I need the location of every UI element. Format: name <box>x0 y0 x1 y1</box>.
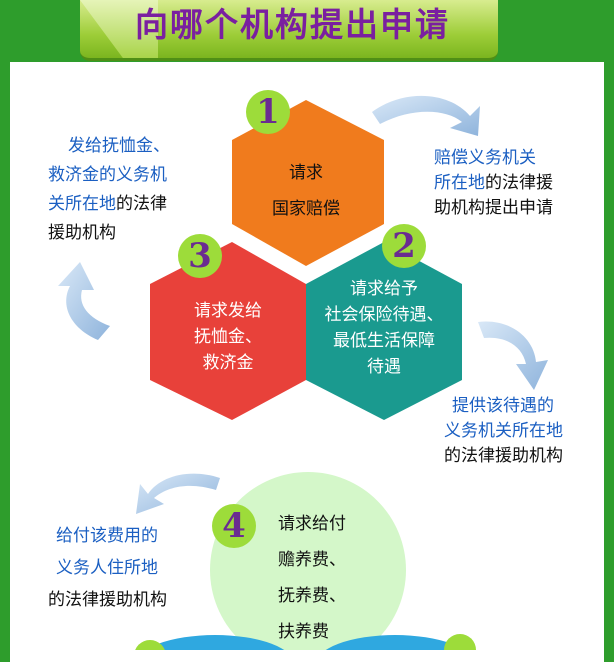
number-4: 4 <box>222 506 246 546</box>
number-3: 3 <box>188 236 212 276</box>
arrow-middle-left-icon <box>136 473 220 514</box>
arrow-right-bottom-icon <box>478 321 548 390</box>
badge-1 <box>246 90 290 134</box>
note-left-top: 发给抚恤金、 救济金的义务机 关所在地的法律 援助机构 <box>48 136 170 243</box>
bottom-badge-right <box>444 634 476 650</box>
bottom-blue-shape-left <box>145 635 285 650</box>
title-bar <box>80 0 498 61</box>
badge-2 <box>382 224 426 268</box>
hexagon-3-label: 请求发给 抚恤金、 救济金 <box>194 301 262 373</box>
number-1: 1 <box>256 92 280 132</box>
hexagon-3 <box>150 242 306 420</box>
circle-4-label: 请求给付 赡养费、 抚养费、 扶养费 <box>278 514 346 642</box>
hexagon-2-label: 请求给予 社会保险待遇、 最低生活保障 待遇 <box>324 279 444 377</box>
number-2: 2 <box>392 226 416 266</box>
badge-4 <box>212 504 256 548</box>
badge-3 <box>178 234 222 278</box>
hexagon-2 <box>306 242 462 420</box>
bottom-badge-left <box>135 640 165 650</box>
hexagon-1-label: 请求 国家赔偿 <box>272 163 340 219</box>
arrow-left-icon <box>58 262 110 340</box>
bottom-blue-shape-right <box>325 635 465 650</box>
circle-4 <box>210 472 406 650</box>
note-left-bottom: 给付该费用的 义务人住所地 的法律援助机构 <box>48 526 167 610</box>
arrow-top-right-icon <box>372 95 480 136</box>
note-right-bottom: 提供该待遇的 义务机关所在地 的法律援助机构 <box>444 396 563 466</box>
hexagon-1 <box>232 100 384 266</box>
page-title: 向哪个机构提出申请 <box>135 5 450 44</box>
note-right-top: 赔偿义务机关 所在地的法律援 助机构提出申请 <box>434 148 553 218</box>
